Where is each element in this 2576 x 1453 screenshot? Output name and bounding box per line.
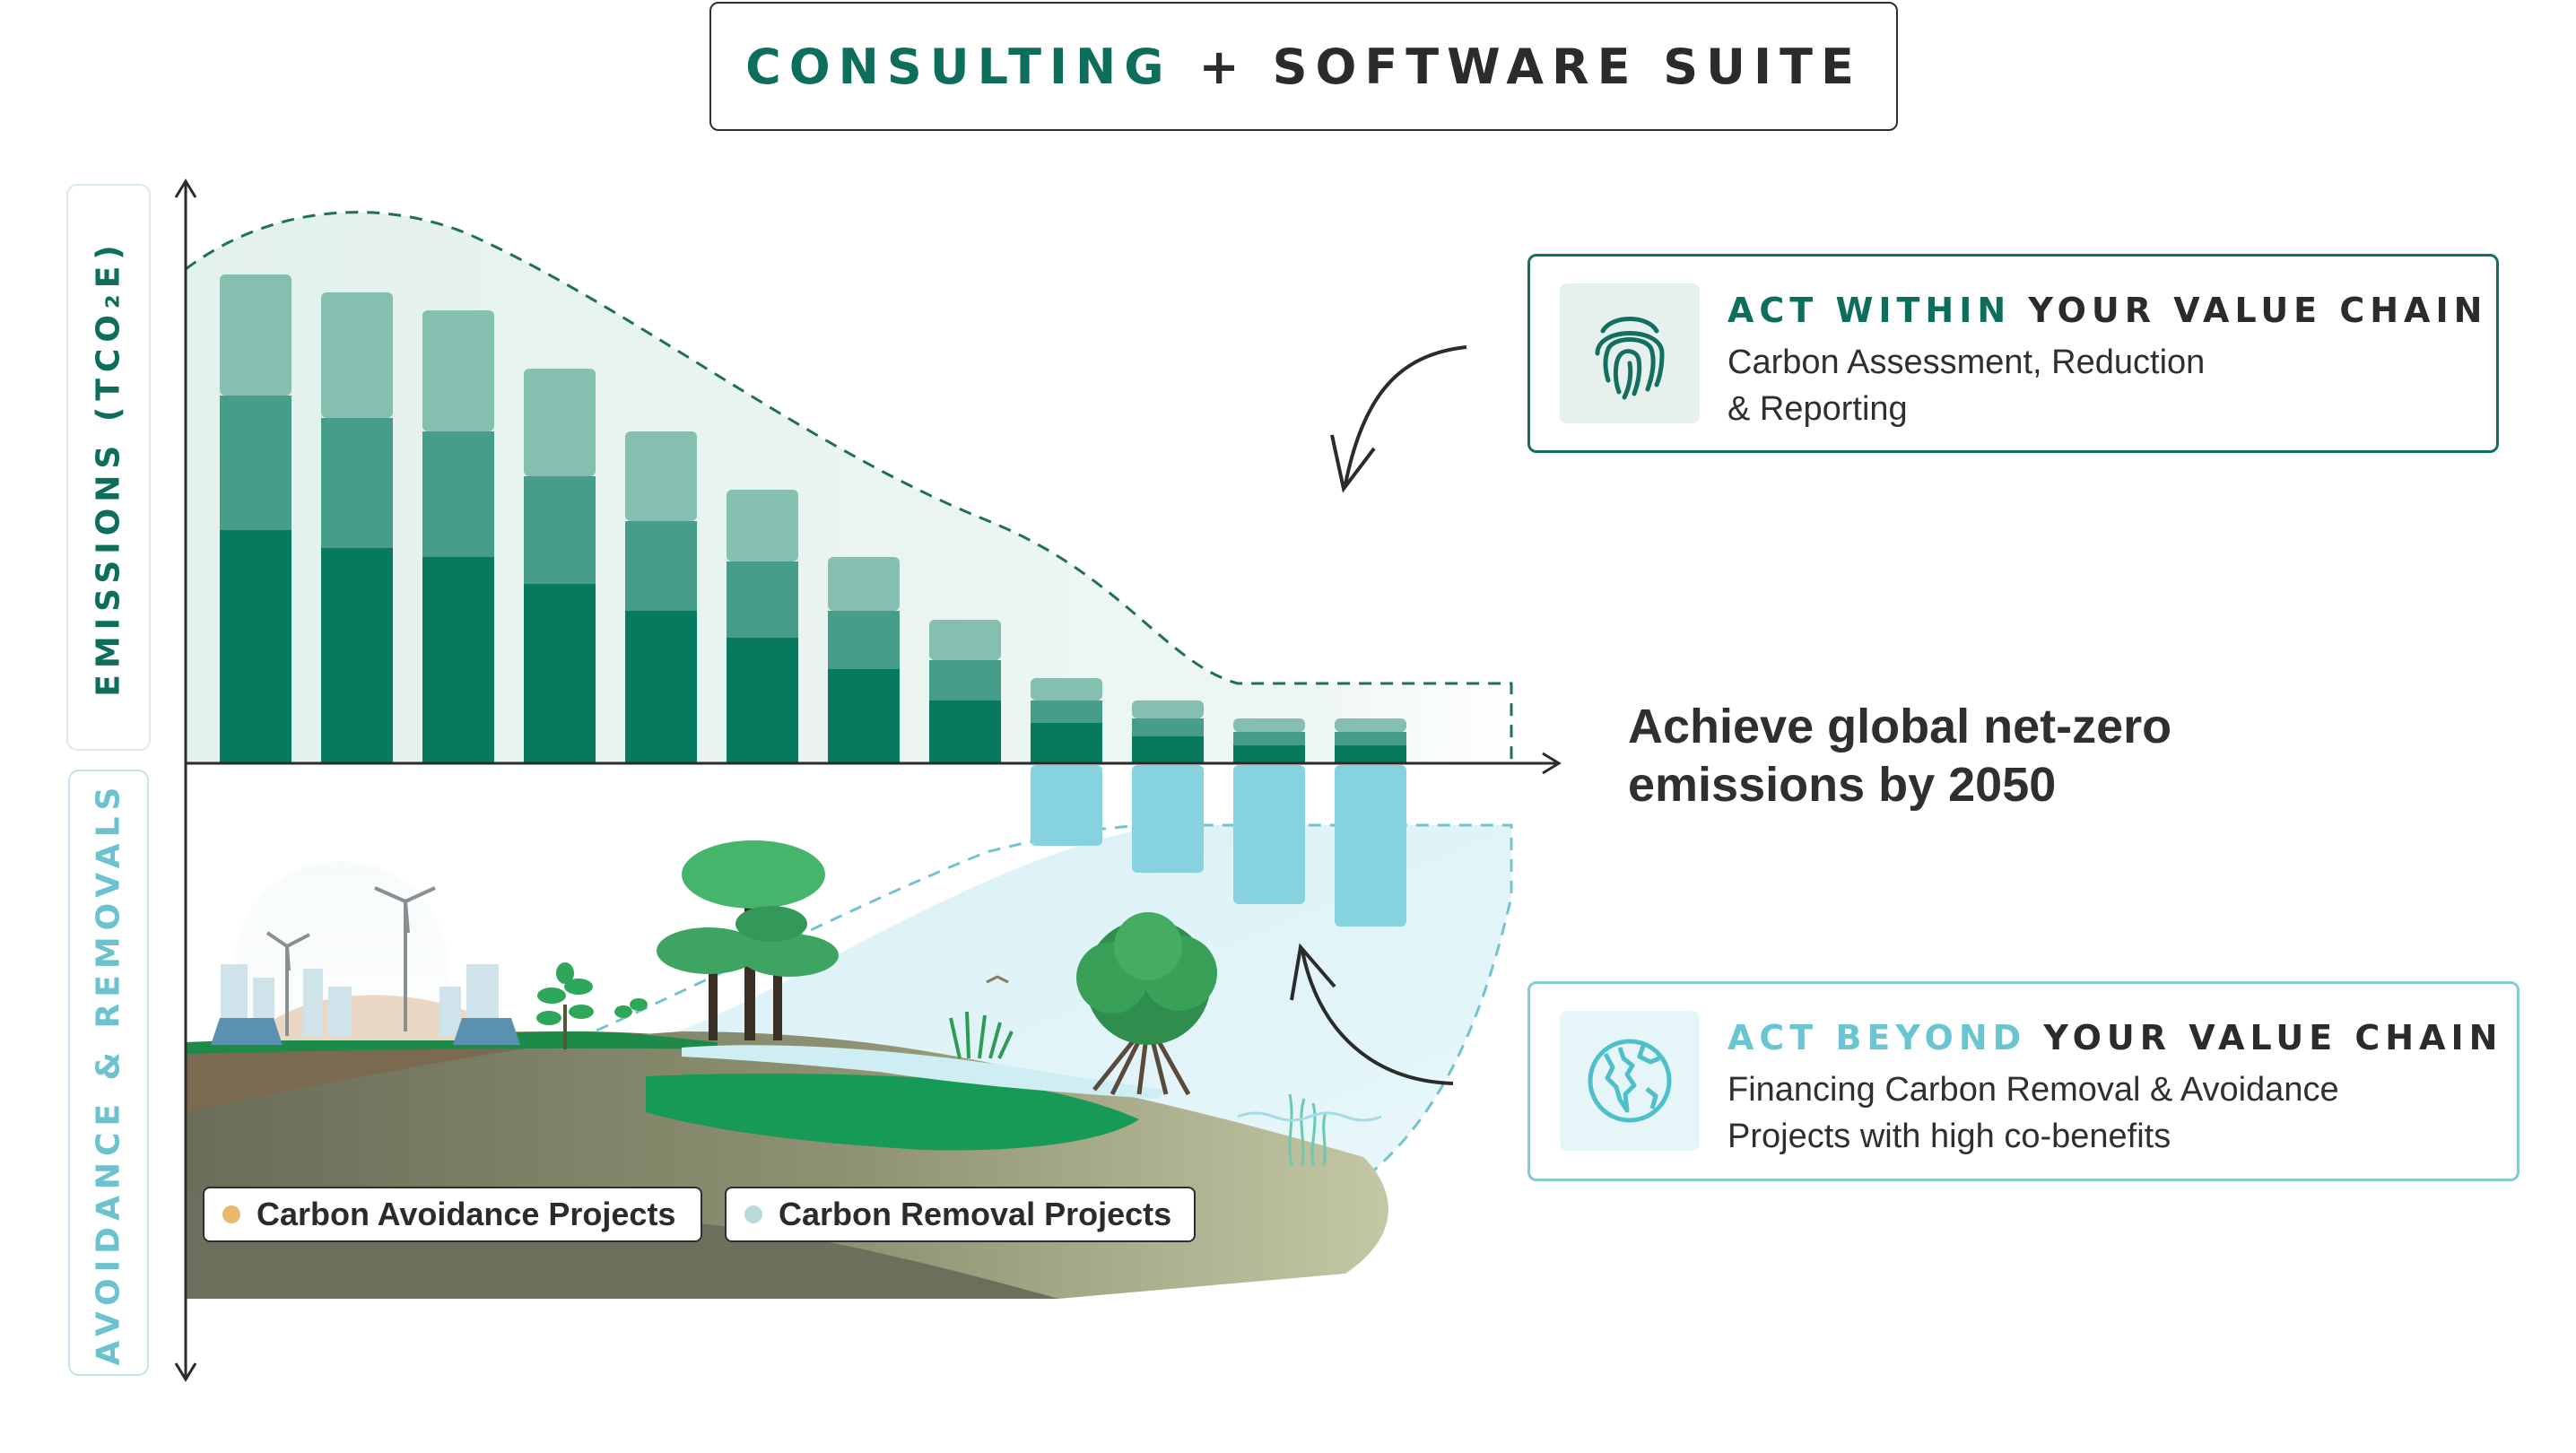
- emission-bar-segment: [625, 521, 697, 611]
- card-beyond-title: ACT BEYOND YOUR VALUE CHAIN: [1727, 1018, 2502, 1057]
- card-within-text: Carbon Assessment, Reduction & Reporting: [1727, 339, 2481, 432]
- emission-bar-segment: [625, 611, 697, 763]
- y-axis-arrow-bottom: [174, 1362, 197, 1382]
- arrow-beyond-head: [1290, 943, 1336, 1001]
- emission-bar-segment: [220, 396, 292, 530]
- emission-bar-segment: [1031, 678, 1102, 700]
- emission-bar-segment: [422, 310, 494, 431]
- emission-bar-segment: [929, 620, 1001, 660]
- emission-bar-segment: [1335, 732, 1406, 745]
- emission-bar-segment: [1031, 723, 1102, 763]
- card-beyond-title-rest: YOUR VALUE CHAIN: [2043, 1018, 2503, 1057]
- card-act-within: ACT WITHIN YOUR VALUE CHAIN Carbon Asses…: [1527, 254, 2499, 453]
- emission-bar-segment: [1335, 718, 1406, 732]
- card-within-title-highlight: ACT WITHIN: [1727, 291, 2012, 330]
- emission-bar-segment: [828, 669, 900, 763]
- emission-bar-segment: [929, 700, 1001, 763]
- river: [682, 1045, 1166, 1099]
- net-zero-line2: emissions by 2050: [1628, 758, 2057, 812]
- removal-bar: [1031, 765, 1102, 846]
- grass-strip: [186, 1031, 718, 1054]
- emission-bar-segment: [524, 476, 596, 584]
- arrow-within-head: [1330, 434, 1376, 493]
- card-beyond-title-highlight: ACT BEYOND: [1727, 1018, 2027, 1057]
- emission-bar-segment: [929, 660, 1001, 700]
- emission-bar-segment: [220, 274, 292, 396]
- emission-bar-segment: [727, 638, 798, 763]
- mangrove-tree-icon: [1076, 912, 1217, 1096]
- emissions-envelope-line: [185, 211, 1513, 762]
- emission-bar-segment: [524, 584, 596, 763]
- card-beyond-line2: Projects with high co-benefits: [1727, 1118, 2171, 1155]
- emission-bar-segment: [1132, 700, 1204, 718]
- emission-bar-segment: [727, 561, 798, 638]
- meadow: [646, 1074, 1139, 1151]
- emission-bars: [220, 274, 1406, 927]
- removal-bar: [1233, 765, 1305, 904]
- emission-bar-segment: [524, 369, 596, 476]
- page-header: CONSULTING + SOFTWARE SUITE: [709, 2, 1898, 131]
- water-wave: [1237, 1111, 1382, 1122]
- card-beyond-line1: Financing Carbon Removal & Avoidance: [1727, 1071, 2339, 1109]
- fingerprint-icon: [1560, 283, 1700, 423]
- header-rest: + SOFTWARE SUITE: [1198, 38, 1862, 95]
- reeds-icon: [949, 1011, 1014, 1059]
- legend-avoidance: Carbon Avoidance Projects: [203, 1187, 702, 1242]
- emission-bar-segment: [1335, 745, 1406, 763]
- card-act-beyond: ACT BEYOND YOUR VALUE CHAIN Financing Ca…: [1527, 981, 2519, 1181]
- emission-bar-segment: [321, 548, 393, 763]
- removal-bar: [1132, 765, 1204, 873]
- globe-icon: [1560, 1011, 1700, 1151]
- emission-bar-segment: [1132, 718, 1204, 736]
- legend-removal: Carbon Removal Projects: [725, 1187, 1196, 1242]
- removal-bar: [1335, 765, 1406, 927]
- arrow-beyond: [1301, 950, 1454, 1085]
- x-axis-arrow: [1542, 752, 1562, 775]
- y-axis-arrow-top: [174, 178, 197, 198]
- seagrass-icon: [1288, 1093, 1327, 1167]
- emission-bar-segment: [727, 490, 798, 561]
- emission-bar-segment: [625, 431, 697, 521]
- net-zero-statement: Achieve global net-zero emissions by 205…: [1628, 698, 2310, 814]
- emission-bar-segment: [422, 431, 494, 557]
- emission-bar-segment: [828, 611, 900, 669]
- legend-avoidance-label: Carbon Avoidance Projects: [257, 1196, 676, 1232]
- avoidance-axis-label: AVOIDANCE & REMOVALS: [68, 770, 149, 1376]
- solar-panel-icon: [211, 1018, 520, 1045]
- emissions-axis-label: EMISSIONS (TCO₂E): [66, 184, 151, 751]
- emission-bar-segment: [220, 530, 292, 763]
- sapling-icon: [536, 962, 648, 1049]
- card-within-title-rest: YOUR VALUE CHAIN: [2028, 291, 2488, 330]
- card-within-line1: Carbon Assessment, Reduction: [1727, 344, 2206, 381]
- removal-dot: [744, 1205, 762, 1223]
- wind-turbine-icon: [265, 886, 436, 1036]
- emission-bar-segment: [1233, 732, 1305, 745]
- emission-bar-segment: [828, 557, 900, 611]
- legend-removal-label: Carbon Removal Projects: [779, 1196, 1172, 1232]
- arrow-within: [1344, 345, 1467, 485]
- emission-bar-segment: [422, 557, 494, 763]
- card-within-title: ACT WITHIN YOUR VALUE CHAIN: [1727, 291, 2487, 330]
- card-beyond-text: Financing Carbon Removal & Avoidance Pro…: [1727, 1066, 2481, 1160]
- removal-envelope-line: [185, 823, 1513, 1195]
- card-within-line2: & Reporting: [1727, 390, 1908, 428]
- net-zero-line1: Achieve global net-zero: [1628, 700, 2172, 753]
- emissions-area: [186, 212, 1511, 762]
- avoidance-dot: [222, 1205, 240, 1223]
- emission-bar-segment: [1233, 745, 1305, 763]
- emission-bar-segment: [1132, 736, 1204, 763]
- emission-bar-segment: [1233, 718, 1305, 732]
- emission-bar-segment: [321, 292, 393, 418]
- tree-icon: [657, 840, 839, 1040]
- emission-bar-segment: [1031, 700, 1102, 723]
- header-highlight: CONSULTING: [745, 38, 1172, 95]
- emission-bar-segment: [321, 418, 393, 548]
- bird-icon: [986, 975, 1009, 984]
